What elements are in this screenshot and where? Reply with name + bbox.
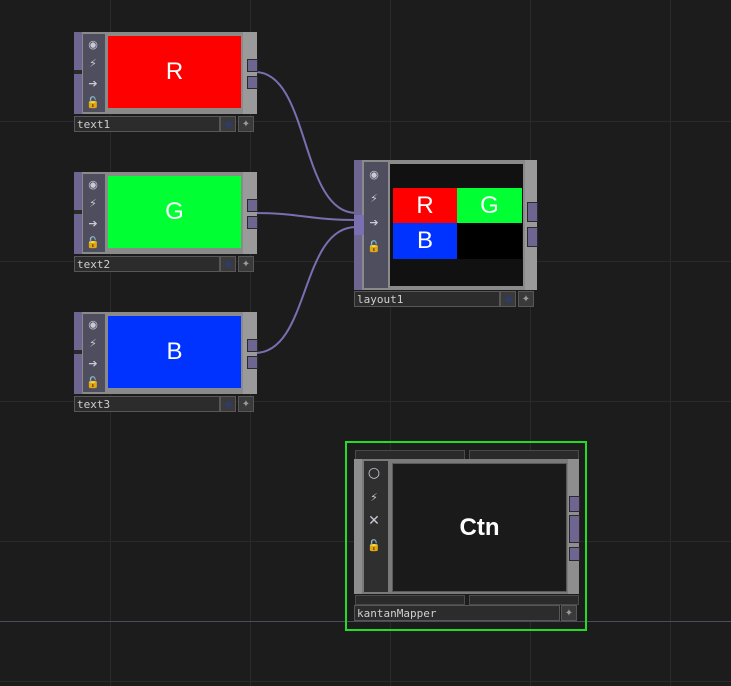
viewer-icon[interactable]: ◉: [369, 167, 379, 181]
lock-icon[interactable]: 🔓: [367, 239, 381, 253]
output-connector[interactable]: [247, 59, 258, 72]
bypass-icon[interactable]: ⚡: [89, 336, 97, 350]
bypass-icon[interactable]: ⚡: [89, 196, 97, 210]
output-connector[interactable]: [247, 356, 258, 369]
node-label: B: [166, 338, 183, 365]
output-connector[interactable]: [247, 216, 258, 229]
node-label: R: [165, 58, 184, 85]
wire-text2-layout1: [254, 212, 357, 221]
node-viewer[interactable]: G: [108, 176, 241, 248]
viewer-icon[interactable]: ◉: [88, 177, 98, 191]
output-connector[interactable]: [569, 515, 580, 543]
viewer-icon[interactable]: ◉: [88, 317, 98, 331]
wire-text3-layout1: [254, 226, 357, 354]
cog-icon[interactable]: ✦: [238, 256, 254, 272]
node-name[interactable]: text2: [74, 256, 220, 272]
node-viewer[interactable]: B: [108, 316, 241, 388]
selection-outline: [345, 441, 587, 631]
layout-cell: G: [457, 188, 522, 223]
lock-icon[interactable]: 🔓: [86, 235, 100, 249]
output-connector[interactable]: [247, 76, 258, 89]
output-connector[interactable]: [569, 496, 580, 512]
cog-icon[interactable]: ✦: [518, 291, 534, 307]
viewer-toggle-icon[interactable]: [220, 396, 236, 412]
display-arrow-icon[interactable]: ➔: [88, 76, 98, 90]
display-arrow-icon[interactable]: ➔: [88, 356, 98, 370]
viewer-toggle-icon[interactable]: [220, 116, 236, 132]
cog-icon[interactable]: ✦: [238, 116, 254, 132]
cell-b: B: [416, 227, 433, 254]
cog-icon[interactable]: ✦: [238, 396, 254, 412]
cell-g: G: [480, 191, 499, 219]
node-label: Ctn: [459, 513, 500, 541]
cog-icon[interactable]: ✦: [561, 605, 577, 621]
node-name[interactable]: kantanMapper: [354, 605, 560, 621]
viewer-icon[interactable]: ◉: [88, 37, 98, 51]
viewer-icon[interactable]: ○: [367, 465, 381, 481]
node-viewer[interactable]: Ctn: [392, 463, 567, 592]
viewer-toggle-icon[interactable]: [220, 256, 236, 272]
wire-text1-layout1: [254, 71, 357, 214]
layout-cell: [457, 223, 522, 259]
display-arrow-icon[interactable]: ➔: [88, 216, 98, 230]
output-connector[interactable]: [247, 199, 258, 212]
node-label: G: [165, 198, 184, 225]
node-name[interactable]: layout1: [354, 291, 500, 307]
lock-icon[interactable]: 🔓: [86, 375, 100, 389]
output-connector[interactable]: [247, 339, 258, 352]
layout-cell: B: [393, 223, 457, 259]
node-name[interactable]: text3: [74, 396, 220, 412]
display-arrow-icon[interactable]: ➔: [369, 215, 379, 229]
bypass-icon[interactable]: ⚡: [370, 191, 378, 205]
node-viewer[interactable]: R G B: [390, 164, 523, 286]
cook-x-icon[interactable]: ✕: [368, 513, 380, 529]
layout-cell: R: [393, 188, 457, 223]
cell-r: R: [416, 191, 434, 219]
lock-icon[interactable]: 🔓: [367, 538, 381, 552]
viewer-toggle-icon[interactable]: [500, 291, 516, 307]
bypass-icon[interactable]: ⚡: [370, 490, 378, 504]
output-connector[interactable]: [527, 227, 538, 247]
output-connector[interactable]: [527, 202, 538, 222]
node-viewer[interactable]: R: [108, 36, 241, 108]
network-border-line: [0, 621, 731, 622]
node-name[interactable]: text1: [74, 116, 220, 132]
bypass-icon[interactable]: ⚡: [89, 56, 97, 70]
output-connector[interactable]: [569, 547, 580, 561]
input-connector[interactable]: [354, 215, 364, 235]
lock-icon[interactable]: 🔓: [86, 95, 100, 109]
